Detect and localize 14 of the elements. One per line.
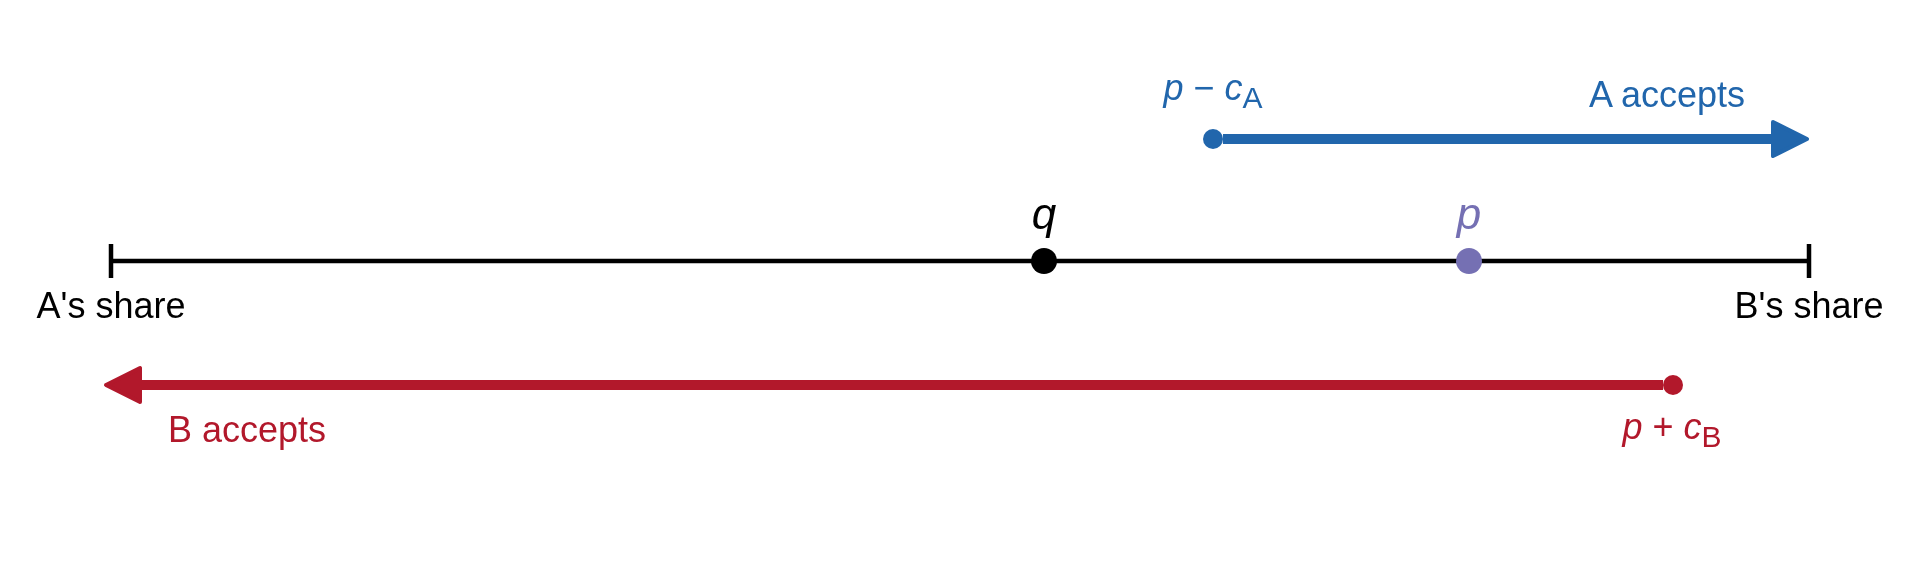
arrow — [104, 366, 1663, 404]
dot-icon — [1203, 129, 1223, 149]
point-label: p + c$_{B}$ — [1622, 406, 1722, 454]
edge-label: B accepts — [167, 410, 327, 450]
axis-label: B's share — [1734, 286, 1884, 326]
dot-icon — [1663, 375, 1683, 395]
point-label: p − c$_{A}$ — [1163, 67, 1263, 115]
point-label: q — [1031, 189, 1057, 239]
axis-label: A's share — [36, 286, 186, 326]
point-label: p — [1456, 189, 1482, 239]
edge-label: A accepts — [1588, 75, 1746, 115]
dot-icon — [1456, 248, 1482, 274]
dot-icon — [1031, 248, 1057, 274]
arrow — [1223, 120, 1809, 158]
